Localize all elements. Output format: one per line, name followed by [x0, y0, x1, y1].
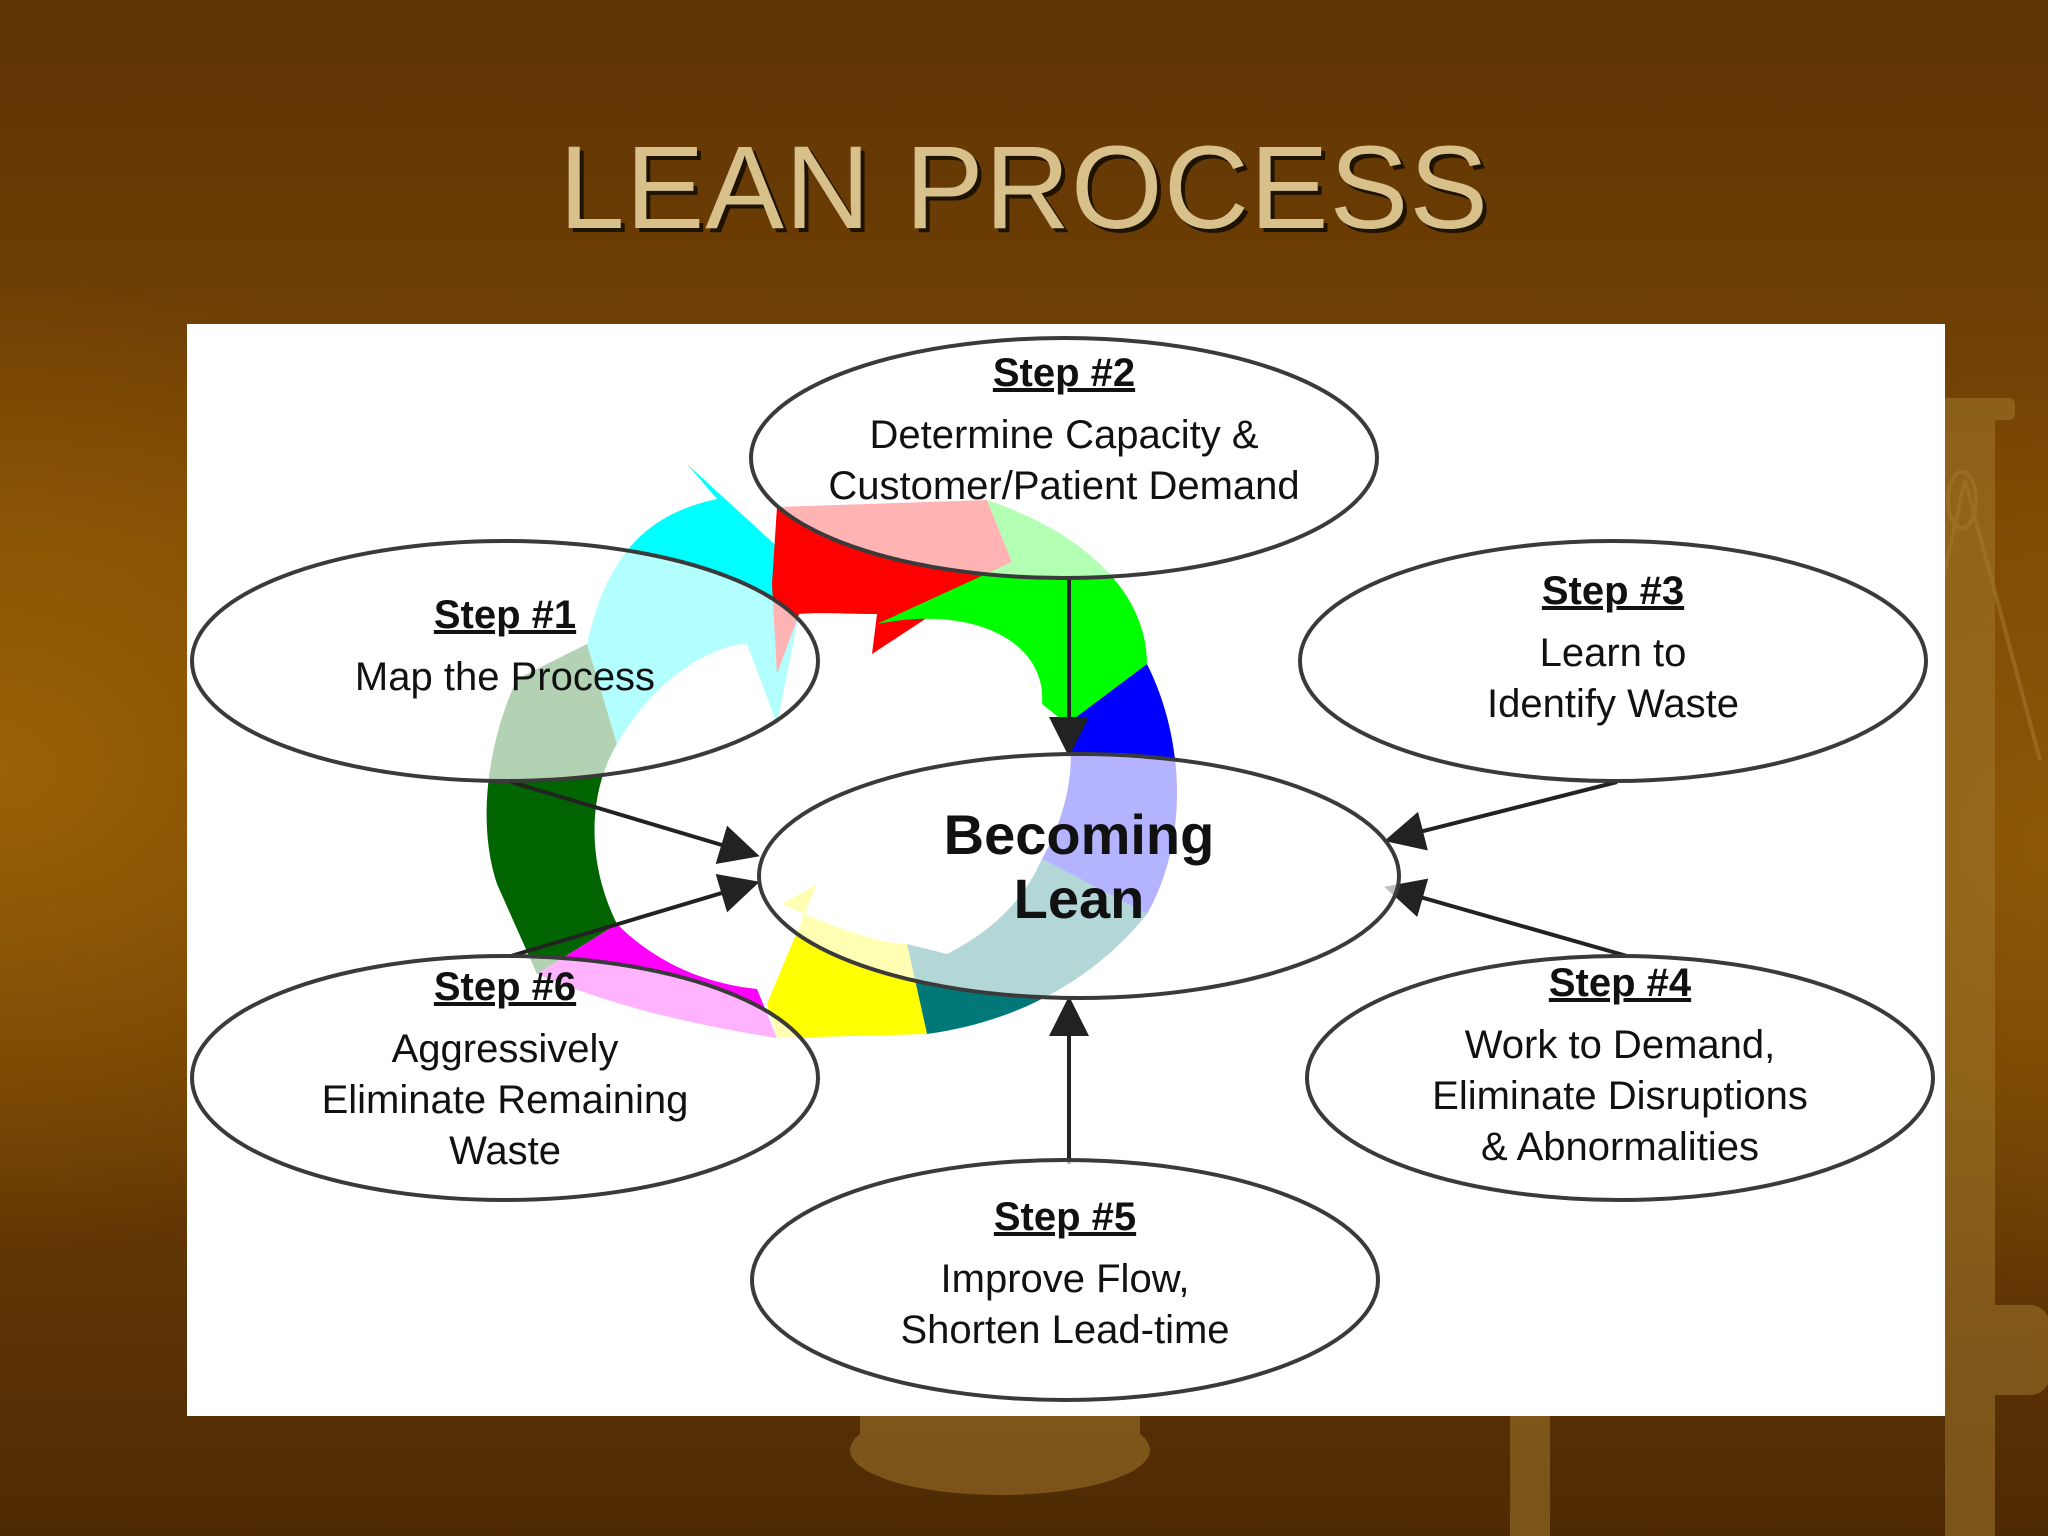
cycle-diagram: Becoming Lean Step #2 Determine Capacity…: [190, 336, 1935, 1402]
step-2-text-line1: Determine Capacity &: [869, 413, 1258, 457]
step-5-text-line1: Improve Flow,: [941, 1257, 1190, 1301]
center-label-line2: Lean: [1014, 867, 1145, 930]
step-6-text-line3: Waste: [449, 1129, 561, 1173]
step-4-text-line2: Eliminate Disruptions: [1432, 1074, 1808, 1118]
center-label-line1: Becoming: [944, 803, 1215, 866]
step-4-text-line3: & Abnormalities: [1481, 1125, 1759, 1169]
step-3-text-line1: Learn to: [1540, 631, 1687, 675]
step-5-text-line2: Shorten Lead-time: [900, 1308, 1229, 1352]
step-1-text-line1: Map the Process: [355, 655, 655, 699]
step-1-node: Step #1 Map the Process: [190, 539, 820, 783]
step-2-node: Step #2 Determine Capacity & Customer/Pa…: [749, 336, 1379, 580]
step-2-text-line2: Customer/Patient Demand: [828, 464, 1299, 508]
step-5-node: Step #5 Improve Flow, Shorten Lead-time: [750, 1158, 1380, 1402]
lean-process-diagram: Becoming Lean Step #2 Determine Capacity…: [187, 324, 1945, 1416]
center-node: Becoming Lean: [757, 752, 1401, 1000]
step-4-text-line1: Work to Demand,: [1465, 1023, 1776, 1067]
step-6-text-line1: Aggressively: [392, 1027, 619, 1071]
connector-arrows: [510, 579, 1628, 1164]
step-6-text-line2: Eliminate Remaining: [322, 1078, 689, 1122]
step-3-node: Step #3 Learn to Identify Waste: [1298, 539, 1928, 783]
step-3-title: Step #3: [1542, 569, 1684, 613]
step-3-text-line2: Identify Waste: [1487, 682, 1739, 726]
step-5-title: Step #5: [994, 1195, 1136, 1239]
step-6-title: Step #6: [434, 965, 576, 1009]
step-6-node: Step #6 Aggressively Eliminate Remaining…: [190, 954, 820, 1202]
step-1-title: Step #1: [434, 593, 576, 637]
step-2-title: Step #2: [993, 351, 1135, 395]
step-4-node: Step #4 Work to Demand, Eliminate Disrup…: [1305, 954, 1935, 1202]
step-4-title: Step #4: [1549, 961, 1692, 1005]
slide-title: LEAN PROCESS: [558, 122, 1490, 254]
